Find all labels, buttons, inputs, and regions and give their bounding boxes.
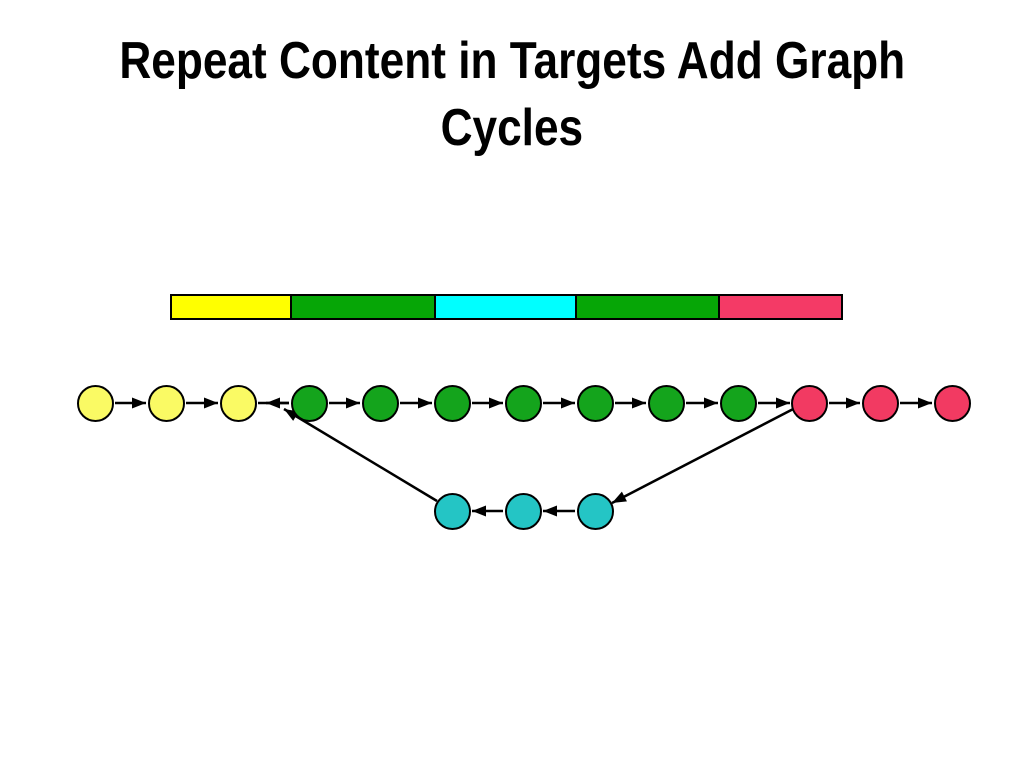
node-cyan-1	[433, 492, 471, 530]
arrowhead-green2-to-green3	[418, 397, 432, 409]
node-pink-2	[861, 384, 899, 422]
arrowhead-green1-to-green2	[346, 397, 360, 409]
node-pink-1	[790, 384, 828, 422]
slide-title: Repeat Content in Targets Add Graph Cycl…	[0, 28, 1024, 162]
bar-segment-cyan	[434, 296, 575, 318]
arrowhead-junction-down-to-cyan3	[612, 491, 627, 503]
arrowhead-yellow2-to-yellow3	[204, 397, 218, 409]
arrowhead-pink1-to-pink2	[846, 397, 860, 409]
node-green-3	[433, 384, 471, 422]
arrowhead-green7-to-pink1	[776, 397, 790, 409]
arrowhead-cyan3-to-cyan2	[543, 505, 557, 517]
arrowhead-cyan2-to-cyan1	[472, 505, 486, 517]
bar-segment-green-repeat	[575, 296, 718, 318]
node-yellow-2	[147, 384, 185, 422]
node-green-2	[361, 384, 399, 422]
arrowhead-green4-to-green5	[561, 397, 575, 409]
target-bar	[170, 294, 843, 320]
arrowhead-yellow1-to-yellow2	[132, 397, 146, 409]
slide-title-line2: Cycles	[440, 99, 584, 157]
arrowhead-back-arrow-at-green1	[266, 397, 280, 409]
bar-segment-pink	[718, 296, 841, 318]
node-pink-3	[933, 384, 971, 422]
node-green-6	[647, 384, 685, 422]
arrowhead-pink2-to-pink3	[918, 397, 932, 409]
node-green-1	[290, 384, 328, 422]
node-yellow-3	[219, 384, 257, 422]
bar-segment-yellow	[172, 296, 290, 318]
arrowhead-green3-to-green4	[489, 397, 503, 409]
node-cyan-2	[504, 492, 542, 530]
slide-title-line1: Repeat Content in Targets Add Graph	[119, 32, 905, 90]
edge-cyan1-up-to-green1	[283, 407, 438, 503]
bar-segment-green	[290, 296, 434, 318]
arrowhead-green6-to-green7	[704, 397, 718, 409]
arrowhead-green5-to-green6	[632, 397, 646, 409]
node-green-7	[719, 384, 757, 422]
node-green-4	[504, 384, 542, 422]
node-yellow-1	[76, 384, 114, 422]
node-green-5	[576, 384, 614, 422]
edge-junction-down-to-cyan3	[611, 404, 800, 505]
node-cyan-3	[576, 492, 614, 530]
